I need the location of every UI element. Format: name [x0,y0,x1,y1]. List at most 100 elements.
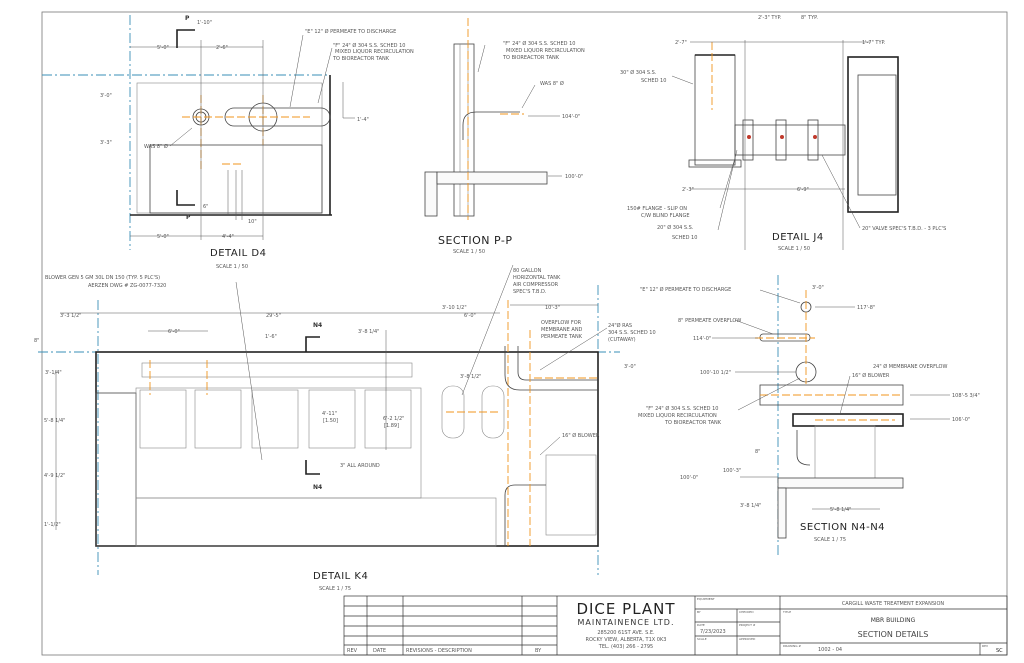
note-pipe: SCHED 10 [641,78,666,84]
note-20-pipe: SCHED 10 [672,235,697,241]
section-scale: SCALE 1 / 75 [814,537,846,543]
note-f-line: MIXED LIQUOR RECIRCULATION [335,49,414,55]
elevation: 100'-0" [565,174,583,180]
date-header: DATE [373,648,386,654]
dim: 8" [34,338,39,344]
dim: 10'-3" [545,305,560,311]
section-mark-n4-bottom: N4 [313,484,322,491]
dim: 5'-0" [157,45,169,51]
section-n4: "E" 12" Ø PERMEATE TO DISCHARGE 3'-0" 11… [638,275,980,555]
note-flange: C/W BLIND FLANGE [641,213,690,219]
detail-scale: SCALE 1 / 50 [778,246,810,252]
note-e-permeate: "E" 12" Ø PERMEATE TO DISCHARGE [305,28,396,35]
note-ras: 24"Ø RAS [608,322,632,329]
note-f-line: TO BIOREACTOR TANK [664,420,722,426]
dim: 1'-4" [357,117,369,123]
note-blower: BLOWER GEN 5 GM 30L DN 150 (TYP. 5 PLC'S… [45,275,160,281]
note-20-pipe: 20" Ø 304 S.S. [657,224,694,231]
by-header: BY [535,648,542,654]
elevation: 108'-5 3/4" [952,393,980,399]
checked-label: CHECKED [739,610,754,614]
note-ras: (CUTAWAY) [608,337,636,343]
note-tank: HORIZONTAL TANK [513,275,561,281]
date-label: DATE [697,623,705,627]
note-f-line: MIXED LIQUOR RECIRCULATION [638,413,717,419]
dim: 3'-8 1/2" [460,374,481,380]
note-overflow: MEMBRANE AND [541,327,583,333]
dim: 6'-9" [797,187,809,193]
dim: 2'-6" [216,45,228,51]
dim: 2'-3" TYP. [758,15,782,21]
dim: 5'-8 1/4" [830,507,851,513]
date-value: 7/23/2023 [700,629,726,635]
section-mark-p-top: P [185,15,190,22]
by-label: BY [697,610,701,614]
company-phone: TEL. (403) 266 - 2795 [598,644,653,650]
dim: 6'-0" [168,329,180,335]
note-valve: 20" VALVE SPEC'S T.B.D. - 3 PLC'S [862,226,946,232]
note-permeate-overflow: 8" PERMEATE OVERFLOW [678,318,741,324]
dim: 3'-3" [100,140,112,146]
title-line-1: MBR BUILDING [871,617,916,624]
dim: 1'-6" [265,334,277,340]
note-was: WAS 8" Ø [144,143,168,150]
note-tank: 80 GALLON [513,268,542,274]
section-mark-p-bottom: P [186,214,191,221]
rev-label: REV [982,644,989,648]
detail-scale: SCALE 1 / 50 [216,264,248,270]
note-tank: SPEC'S T.B.D. [513,289,547,295]
dim: 3'-0" [812,285,824,291]
detail-title: DETAIL D4 [210,248,266,259]
title-block: REV DATE REVISIONS - DESCRIPTION BY DICE… [343,595,1008,656]
elevation: 117'-8" [857,305,875,311]
dim: 3'-0" [100,93,112,99]
dim: 3'-10 1/2" [442,305,467,311]
dim: 1'-1/2" [44,522,61,528]
note-f-line: "F" 24" Ø 304 S.S. SCHED 10 [333,42,405,49]
dim: 3'-8 1/4" [740,503,761,509]
company-name: DICE PLANT [576,600,675,618]
note-tank: AIR COMPRESSOR [513,282,559,288]
rev-header: REV [347,648,358,654]
dim: 4'-4" [222,234,234,240]
dim: 3'-1/4" [45,370,62,376]
dim: [1.50] [323,418,338,424]
company-address: 285200 61ST AVE. S.E. [597,630,655,636]
dim: 6" [203,204,208,210]
drawing-label: DRAWING # [783,644,802,648]
dim: 3'-0" [624,364,636,370]
dim: 8" TYP. [801,15,818,21]
dim: 5'-0" [157,234,169,240]
dim: 6'-0" [464,313,476,319]
sheet-border [41,11,1008,656]
dim: [1.89] [384,423,399,429]
scale-label: SCALE [697,637,707,641]
note-ras: 304 S.S. SCHED 10 [608,330,656,336]
detail-scale: SCALE 1 / 75 [319,586,351,592]
elevation: 114'-0" [693,336,711,342]
detail-d4: P 1'-10" 5'-0" 2'-6" 3'-0" 1'-4" 3'-3" 6… [42,15,414,270]
title-label: TITLE [782,610,791,614]
section-scale: SCALE 1 / 50 [453,249,485,255]
dim: 4'-11" [322,411,337,417]
approved-label: APPROVED [739,637,756,641]
dim: 3'-3 1/2" [60,313,81,319]
note-f-line: "F" 24" Ø 304 S.S. SCHED 10 [503,40,575,47]
note-f-line: "F" 24" Ø 304 S.S. SCHED 10 [646,405,718,412]
detail-j4: 2'-3" TYP. 8" TYP. 2'-7" 1'-7" TYP. 30" … [620,15,946,252]
note-f-line: MIXED LIQUOR RECIRCULATION [506,48,585,54]
title-line-2: SECTION DETAILS [858,630,929,639]
elevation: 100'-3" [723,468,741,474]
dim: 8" [755,449,760,455]
note-was: WAS 8" Ø [540,80,564,87]
section-pp: "F" 24" Ø 304 S.S. SCHED 10 MIXED LIQUOR… [424,18,585,255]
elevation: 104'-0" [562,114,580,120]
note-blower: 16" Ø BLOWER [852,372,890,379]
elevation: 100'-10 1/2" [700,370,731,376]
note-all-around: 3" ALL AROUND [340,463,380,469]
project-label: PROJECT # [739,623,756,627]
note-e-permeate: "E" 12" Ø PERMEATE TO DISCHARGE [640,286,731,293]
dim: 2'-3" [682,187,694,193]
detail-k4: BLOWER GEN 5 GM 30L DN 150 (TYP. 5 PLC'S… [34,264,656,592]
